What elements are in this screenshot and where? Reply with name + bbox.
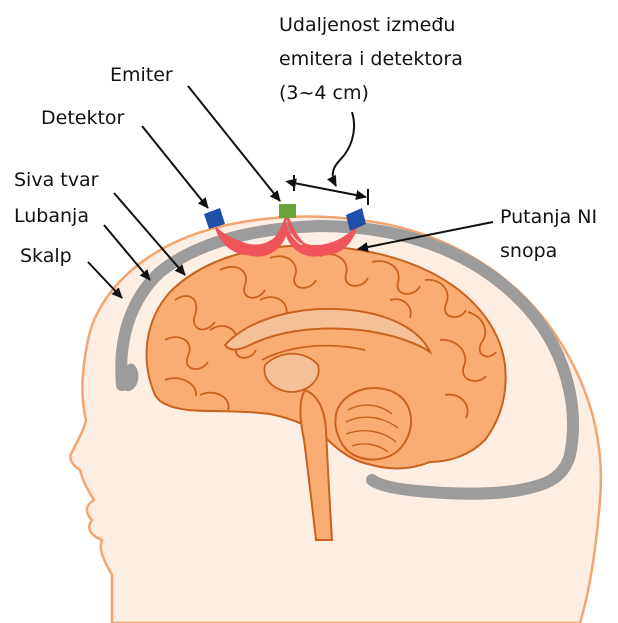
distance-measure-arrow (294, 183, 366, 197)
distance-label-line-2: emitera i detektora (279, 48, 463, 70)
distance-label: Udaljenost između emitera i detektora (3… (279, 14, 469, 104)
skull-label: Lubanja (14, 205, 89, 227)
thalamus (264, 354, 318, 392)
light-path-label: Putanja NI snopa (500, 206, 603, 262)
distance-label-line-3: (3~4 cm) (279, 82, 369, 104)
light-path-label-line-1: Putanja NI (500, 206, 597, 228)
detector-label: Detektor (41, 107, 125, 129)
emitter-icon (279, 204, 296, 218)
emitter-label: Emiter (110, 64, 173, 86)
detector-arrow (142, 126, 208, 208)
scalp-arrow (88, 262, 122, 298)
emitter-arrow (188, 86, 280, 201)
distance-curved-arrow (333, 112, 354, 186)
light-path-label-line-2: snopa (500, 240, 557, 262)
skull-arrow (104, 225, 150, 280)
cerebellum (335, 388, 411, 460)
scalp-label: Skalp (20, 245, 72, 267)
gray-matter-label: Siva tvar (14, 169, 99, 191)
distance-label-line-1: Udaljenost između (279, 14, 455, 36)
